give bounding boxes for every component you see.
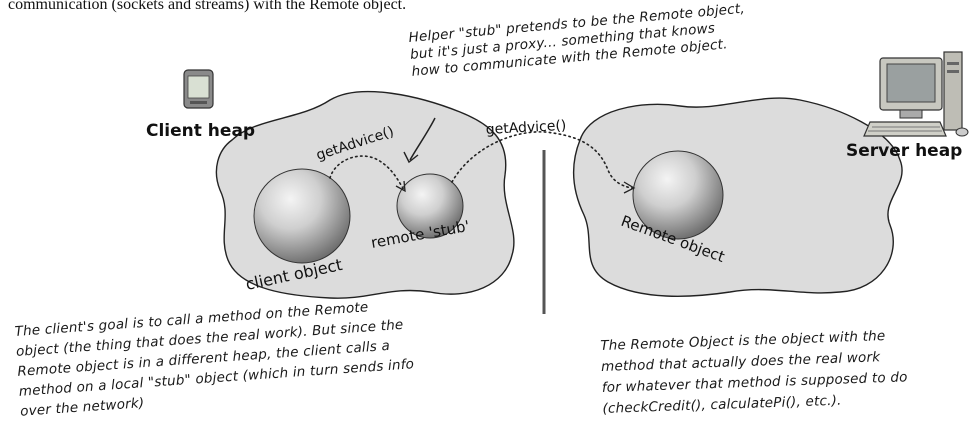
top-caption: communication (sockets and streams) with… [8,0,908,14]
client-object-sphere [254,169,350,263]
pda-icon [184,70,213,108]
call-label-network: getAdvice() [485,118,566,138]
server-explanation-note: The Remote Object is the object with the… [600,325,909,420]
client-heap-label: Client heap [146,121,255,141]
server-heap-label: Server heap [846,141,962,161]
desktop-computer-icon [864,52,968,136]
server-heap-region [574,98,902,296]
